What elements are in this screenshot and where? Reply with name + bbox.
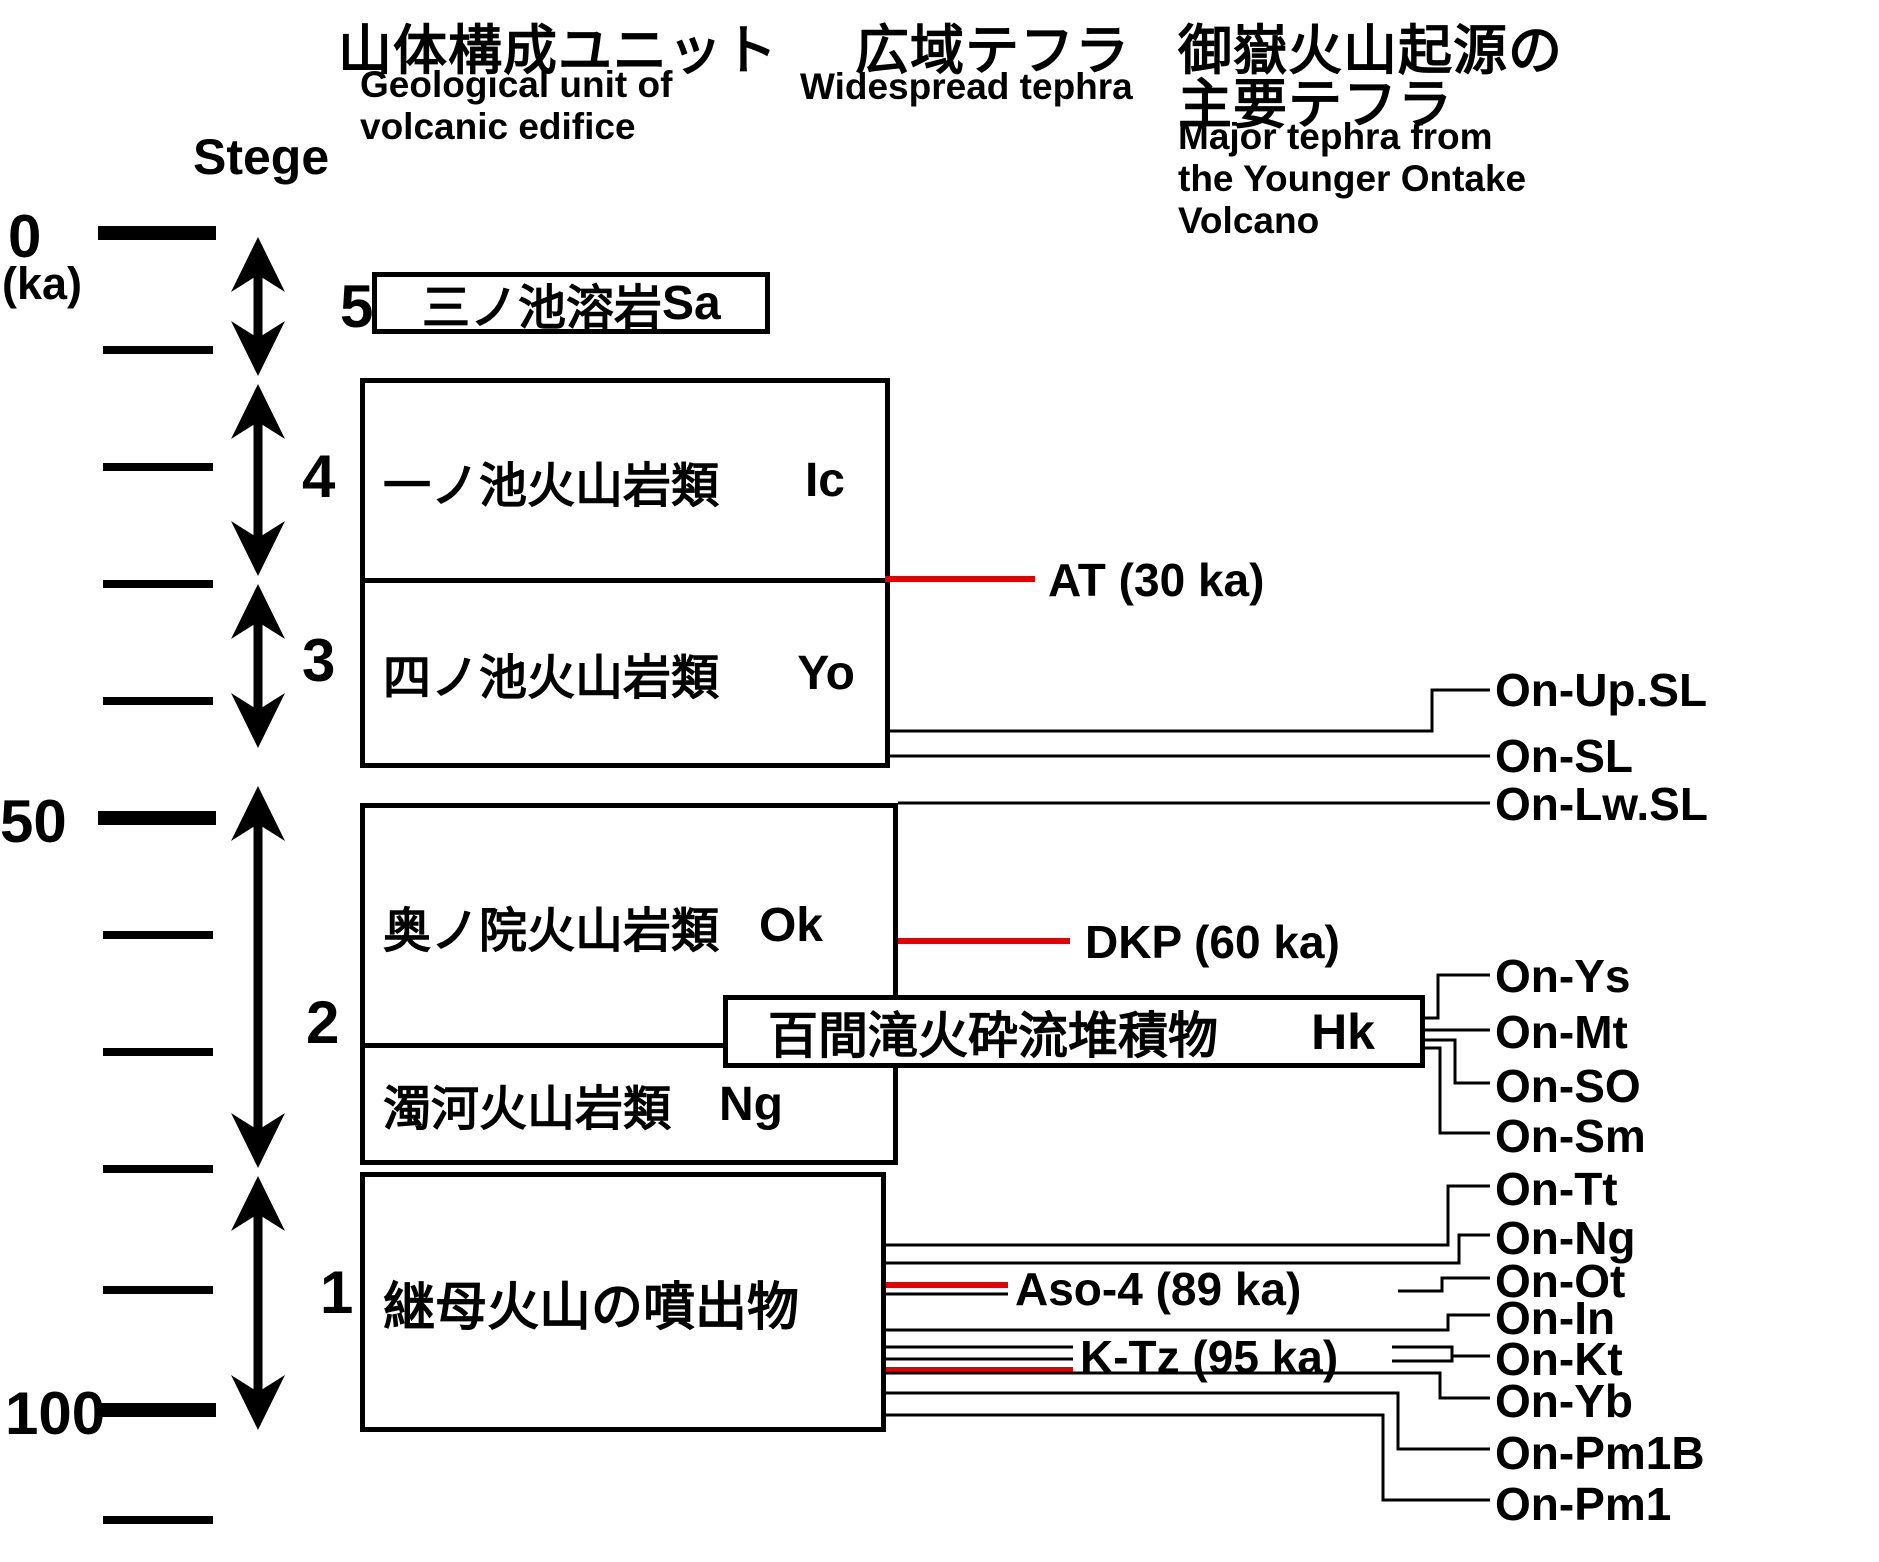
geo-unit-title-jp: 山体構成ユニット (338, 21, 778, 81)
tephra-label-aso4: Aso-4 (89 ka) (1015, 1263, 1302, 1315)
tephra-label-ktz: K-Tz (95 ka) (1080, 1331, 1339, 1383)
unit-box-hyakkentaki: 百間滝火砕流堆積物 Hk (723, 995, 1425, 1068)
stage-2-arrow (231, 786, 285, 1168)
connector-on-in (886, 1313, 1490, 1332)
tephra-label-on-lwsl: On-Lw.SL (1495, 778, 1708, 830)
unit-name-nigorigo: 濁河火山岩類 (383, 1083, 672, 1136)
geo-unit-subtitle-en-1: Geological unit of (360, 64, 673, 105)
tephra-label-on-in: On-In (1495, 1292, 1616, 1344)
tephra-label-on-pm1b: On-Pm1B (1495, 1427, 1705, 1479)
tephra-label-on-ys: On-Ys (1495, 950, 1631, 1002)
unit-name-sannoike: 三ノ池溶岩 (422, 282, 663, 335)
tick-70ka (103, 1048, 213, 1056)
stage-number-3: 3 (302, 627, 336, 694)
stage-4-arrow (231, 384, 285, 576)
axis-label-50: 50 (0, 788, 67, 855)
widespread-subtitle-en: Widespread tephra (800, 66, 1133, 107)
tephra-label-on-sl: On-SL (1495, 730, 1633, 782)
axis-unit-label: (ka) (2, 258, 83, 309)
ontake-subtitle-en-1: Major tephra from (1178, 116, 1493, 157)
stage-number-4: 4 (302, 443, 336, 510)
ontake-subtitle-en-3: Volcano (1178, 200, 1320, 241)
unit-name-mamahaha: 継母火山の噴出物 (383, 1278, 800, 1337)
unit-code-hk: Hk (1311, 1003, 1375, 1060)
unit-code-yo: Yo (797, 646, 855, 700)
tick-50ka (98, 811, 216, 825)
stage-number-1: 1 (320, 1259, 354, 1326)
stage-1-arrow (231, 1176, 285, 1430)
unit-box-sannoike: 三ノ池溶岩 Sa (372, 272, 770, 335)
unit-name-yonoike: 四ノ池火山岩類 (383, 652, 720, 705)
tephra-label-on-yb: On-Yb (1495, 1375, 1633, 1427)
tick-40ka (103, 697, 213, 705)
stage-number-2: 2 (306, 989, 340, 1056)
tephra-label-on-tt: On-Tt (1495, 1163, 1618, 1215)
unit-cell-yonoike: 四ノ池火山岩類 Yo (365, 583, 885, 763)
tephra-label-on-kt: On-Kt (1495, 1333, 1623, 1385)
tick-110ka (103, 1516, 213, 1524)
tephra-label-at: AT (30 ka) (1048, 554, 1265, 606)
tick-80ka (103, 1165, 213, 1173)
connector-on-ot (1398, 1276, 1490, 1293)
tick-100ka (98, 1403, 216, 1417)
tephra-label-on-so: On-SO (1495, 1060, 1641, 1112)
connector-on-ys (1425, 973, 1490, 1020)
axis-label-100: 100 (5, 1380, 106, 1447)
tick-90ka (103, 1286, 213, 1294)
unit-code-ic: Ic (804, 454, 845, 507)
ontake-title-jp-2: 主要テフラ (1178, 75, 1453, 135)
unit-box-ichinoike-yonoike: 一ノ池火山岩類 Ic 四ノ池火山岩類 Yo (360, 378, 890, 768)
tephra-label-on-upsl: On-Up.SL (1495, 664, 1708, 716)
tick-0ka (98, 226, 216, 240)
unit-code-sa: Sa (662, 276, 721, 330)
unit-box-okunoin-nigorigo: 奥ノ院火山岩類 Ok 濁河火山岩類 Ng (360, 803, 898, 1165)
stage-3-arrow (231, 584, 285, 748)
tephra-label-on-pm1: On-Pm1 (1495, 1478, 1672, 1530)
unit-code-ng: Ng (719, 1077, 783, 1131)
tephra-label-on-ot: On-Ot (1495, 1255, 1626, 1307)
geo-unit-subtitle-en-2: volcanic edifice (360, 106, 636, 147)
unit-name-hyakkentaki: 百間滝火砕流堆積物 (768, 1007, 1218, 1064)
connector-on-upsl (885, 688, 1490, 733)
tephra-label-dkp: DKP (60 ka) (1085, 916, 1340, 968)
connector-on-pm1 (886, 1413, 1490, 1502)
unit-cell-okunoin: 奥ノ院火山岩類 Ok (365, 808, 893, 1048)
stage-5-arrow (231, 237, 285, 376)
widespread-title-jp: 広域テフラ (855, 21, 1130, 81)
connector-on-pm1b (886, 1391, 1490, 1451)
connector-on-sm (1425, 1046, 1490, 1135)
tick-20ka (103, 463, 213, 471)
axis-label-0: 0 (8, 203, 42, 270)
ontake-title-jp-1: 御嶽火山起源の (1178, 21, 1563, 81)
unit-name-okunoin: 奥ノ院火山岩類 (383, 904, 720, 958)
ontake-subtitle-en-2: the Younger Ontake (1178, 158, 1527, 199)
tick-30ka (103, 580, 213, 588)
tephra-label-on-sm: On-Sm (1495, 1110, 1646, 1162)
tephra-label-on-ng: On-Ng (1495, 1212, 1636, 1264)
tick-10ka (103, 346, 213, 354)
unit-cell-ichinoike: 一ノ池火山岩類 Ic (365, 383, 885, 583)
connector-on-so (1425, 1038, 1490, 1085)
unit-name-ichinoike: 一ノ池火山岩類 (383, 459, 720, 513)
tephra-label-on-mt: On-Mt (1495, 1006, 1628, 1058)
connector-on-kt-bracket (1392, 1345, 1454, 1363)
connector-on-ng (886, 1233, 1490, 1265)
connector-on-tt (886, 1184, 1490, 1247)
unit-cell-nigorigo: 濁河火山岩類 Ng (365, 1048, 893, 1160)
unit-box-mamahaha: 継母火山の噴出物 (360, 1172, 886, 1432)
unit-code-ok: Ok (758, 899, 823, 952)
stage-number-5: 5 (340, 273, 374, 340)
stage-header: Stege (193, 129, 330, 185)
tick-60ka (103, 931, 213, 939)
